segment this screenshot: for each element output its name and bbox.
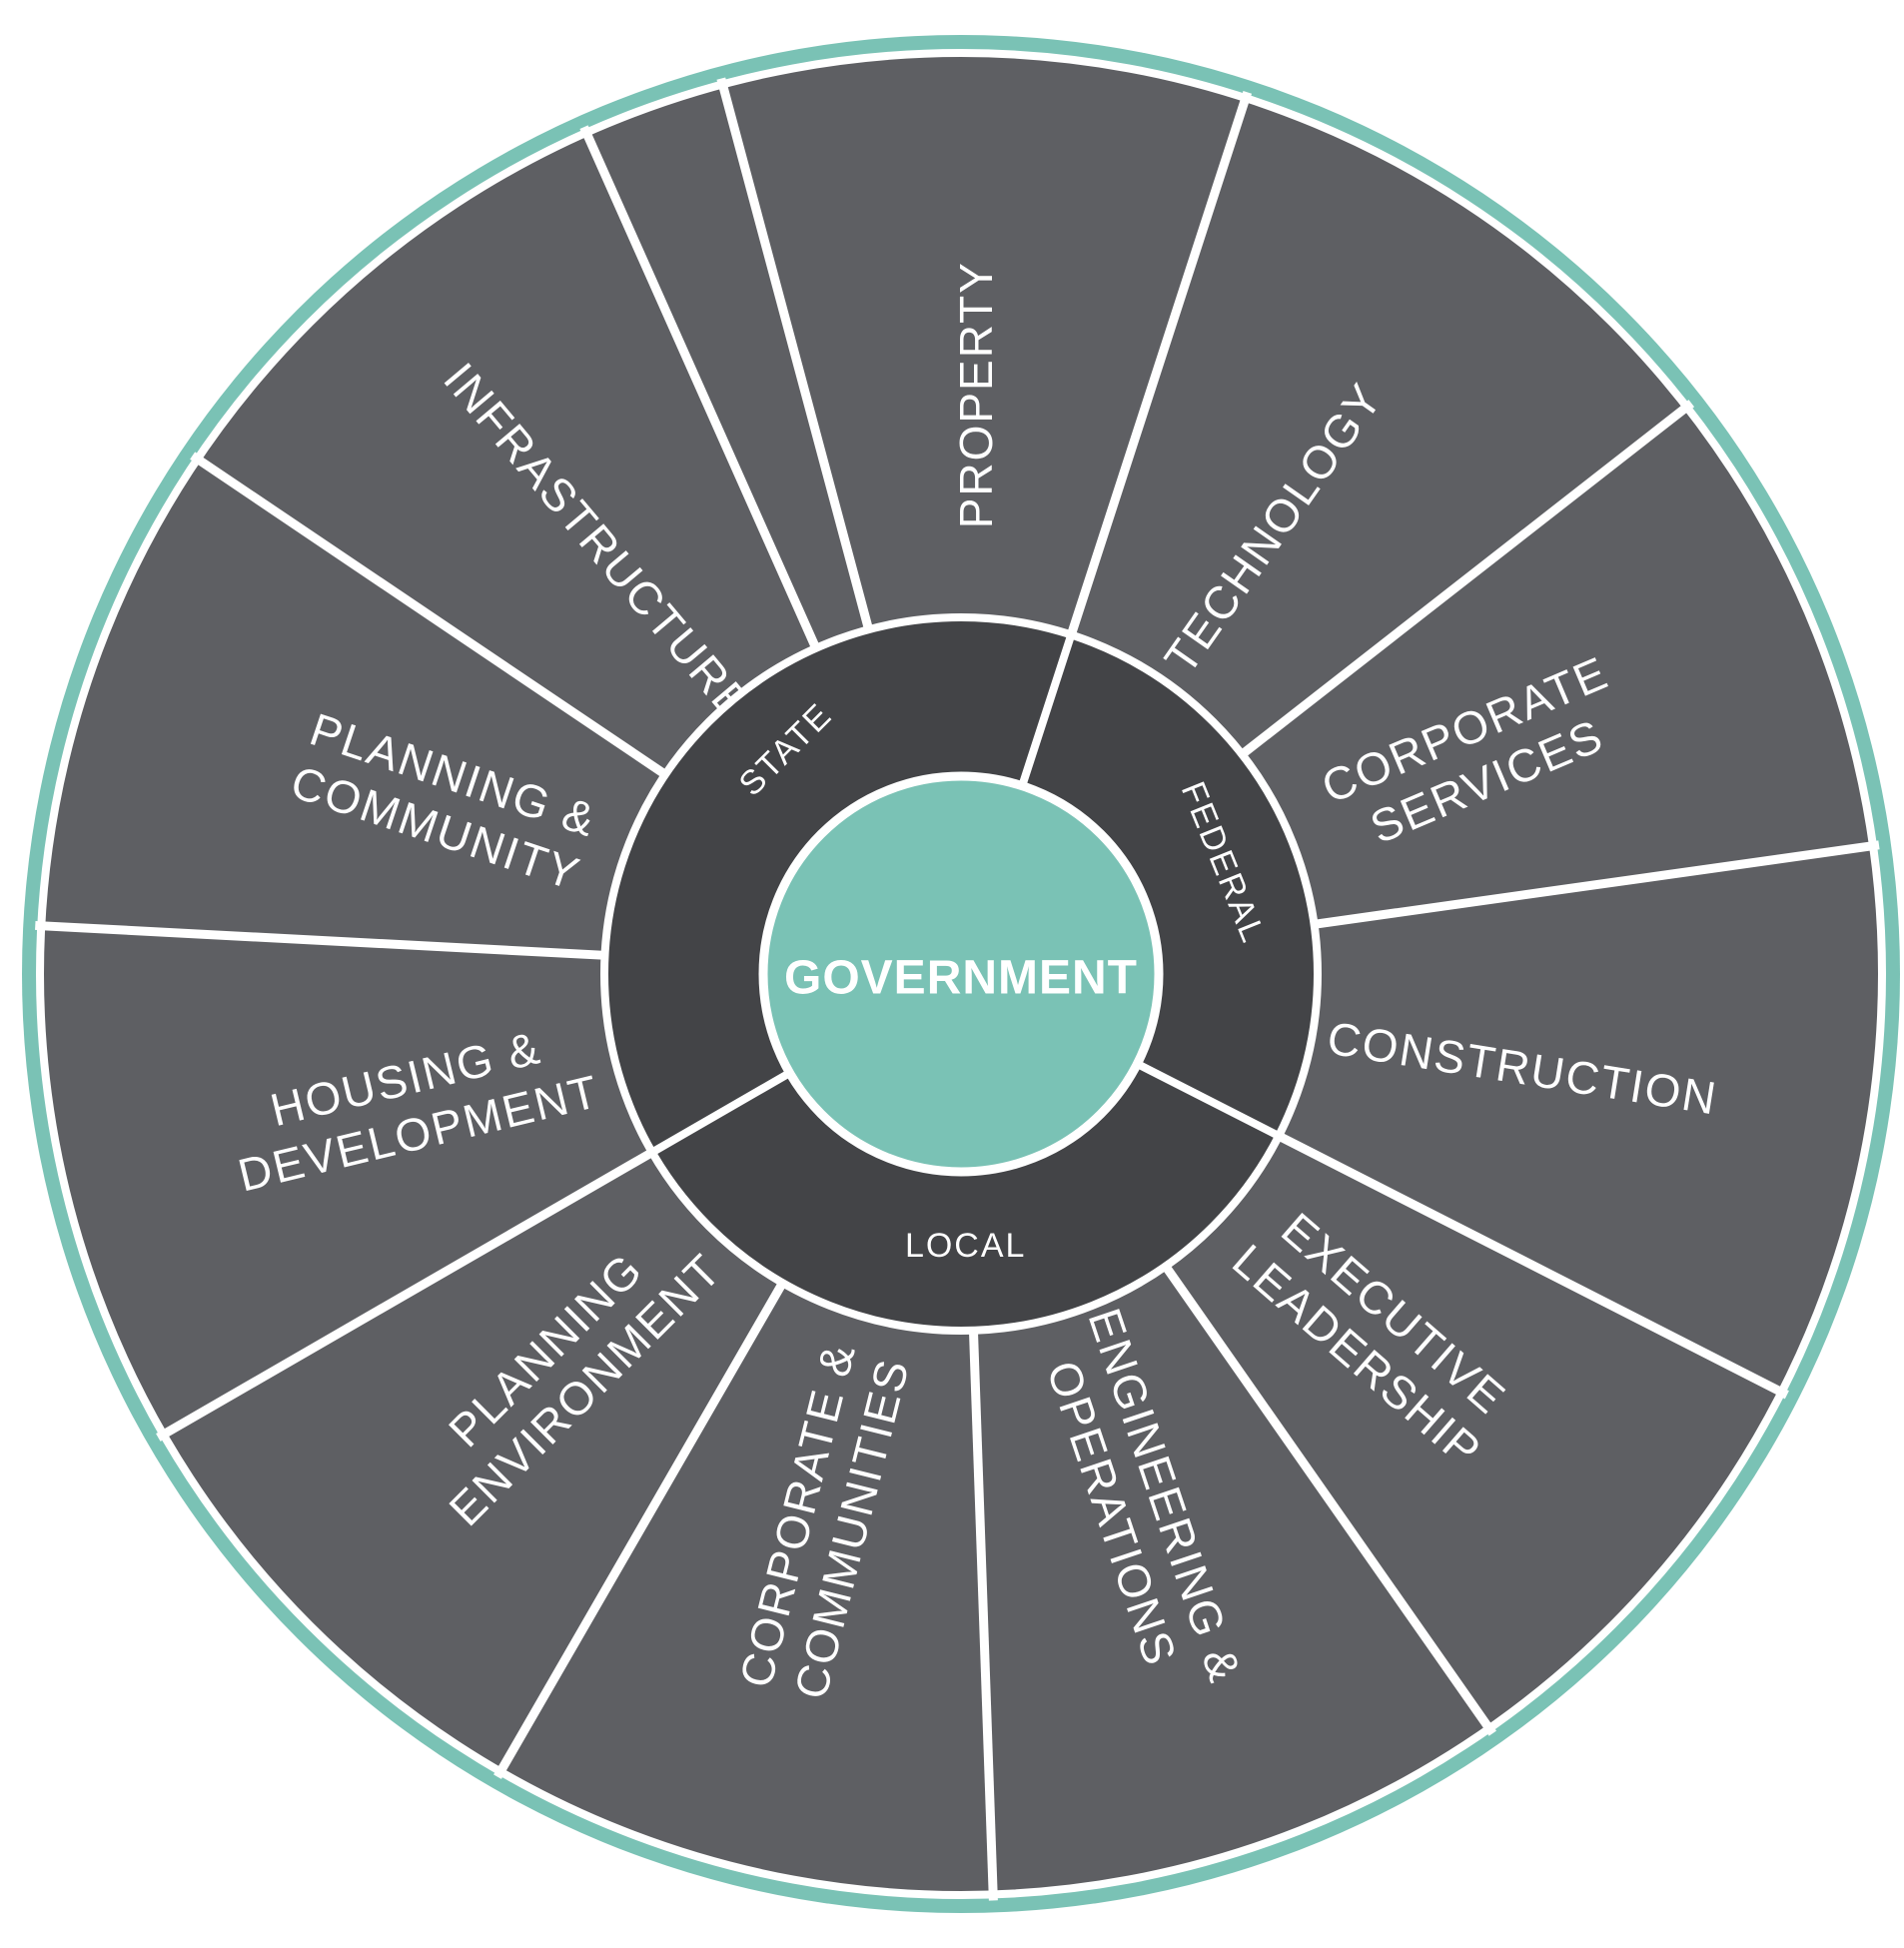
segment-label-line: PROPERTY bbox=[950, 261, 1002, 528]
segment-divider-1 bbox=[1067, 91, 1253, 636]
segment-divider-3 bbox=[1313, 840, 1880, 929]
segment-divider-11 bbox=[579, 125, 820, 650]
level-dividers bbox=[646, 629, 1285, 1158]
segment-divider-2 bbox=[1239, 400, 1695, 758]
level-divider-0 bbox=[1018, 629, 1077, 787]
segment-divider-10 bbox=[190, 452, 668, 779]
level-divider-1 bbox=[1135, 1060, 1285, 1142]
level-label-local: LOCAL bbox=[905, 1227, 1026, 1265]
segment-divider-4 bbox=[1277, 1132, 1789, 1400]
segment-0: PROPERTY bbox=[950, 261, 1002, 528]
center-circle bbox=[758, 771, 1164, 1177]
segment-divider-9 bbox=[35, 920, 605, 960]
segment-divider-8 bbox=[156, 1148, 655, 1442]
level-divider-2 bbox=[646, 1069, 792, 1158]
segment-divider-0 bbox=[716, 77, 873, 631]
segment-dividers bbox=[35, 77, 1880, 1901]
segment-divider-5 bbox=[1162, 1263, 1496, 1736]
segment-divider-7 bbox=[493, 1280, 787, 1779]
center-label: GOVERNMENT bbox=[784, 952, 1138, 1005]
segment-divider-6 bbox=[968, 1330, 998, 1901]
